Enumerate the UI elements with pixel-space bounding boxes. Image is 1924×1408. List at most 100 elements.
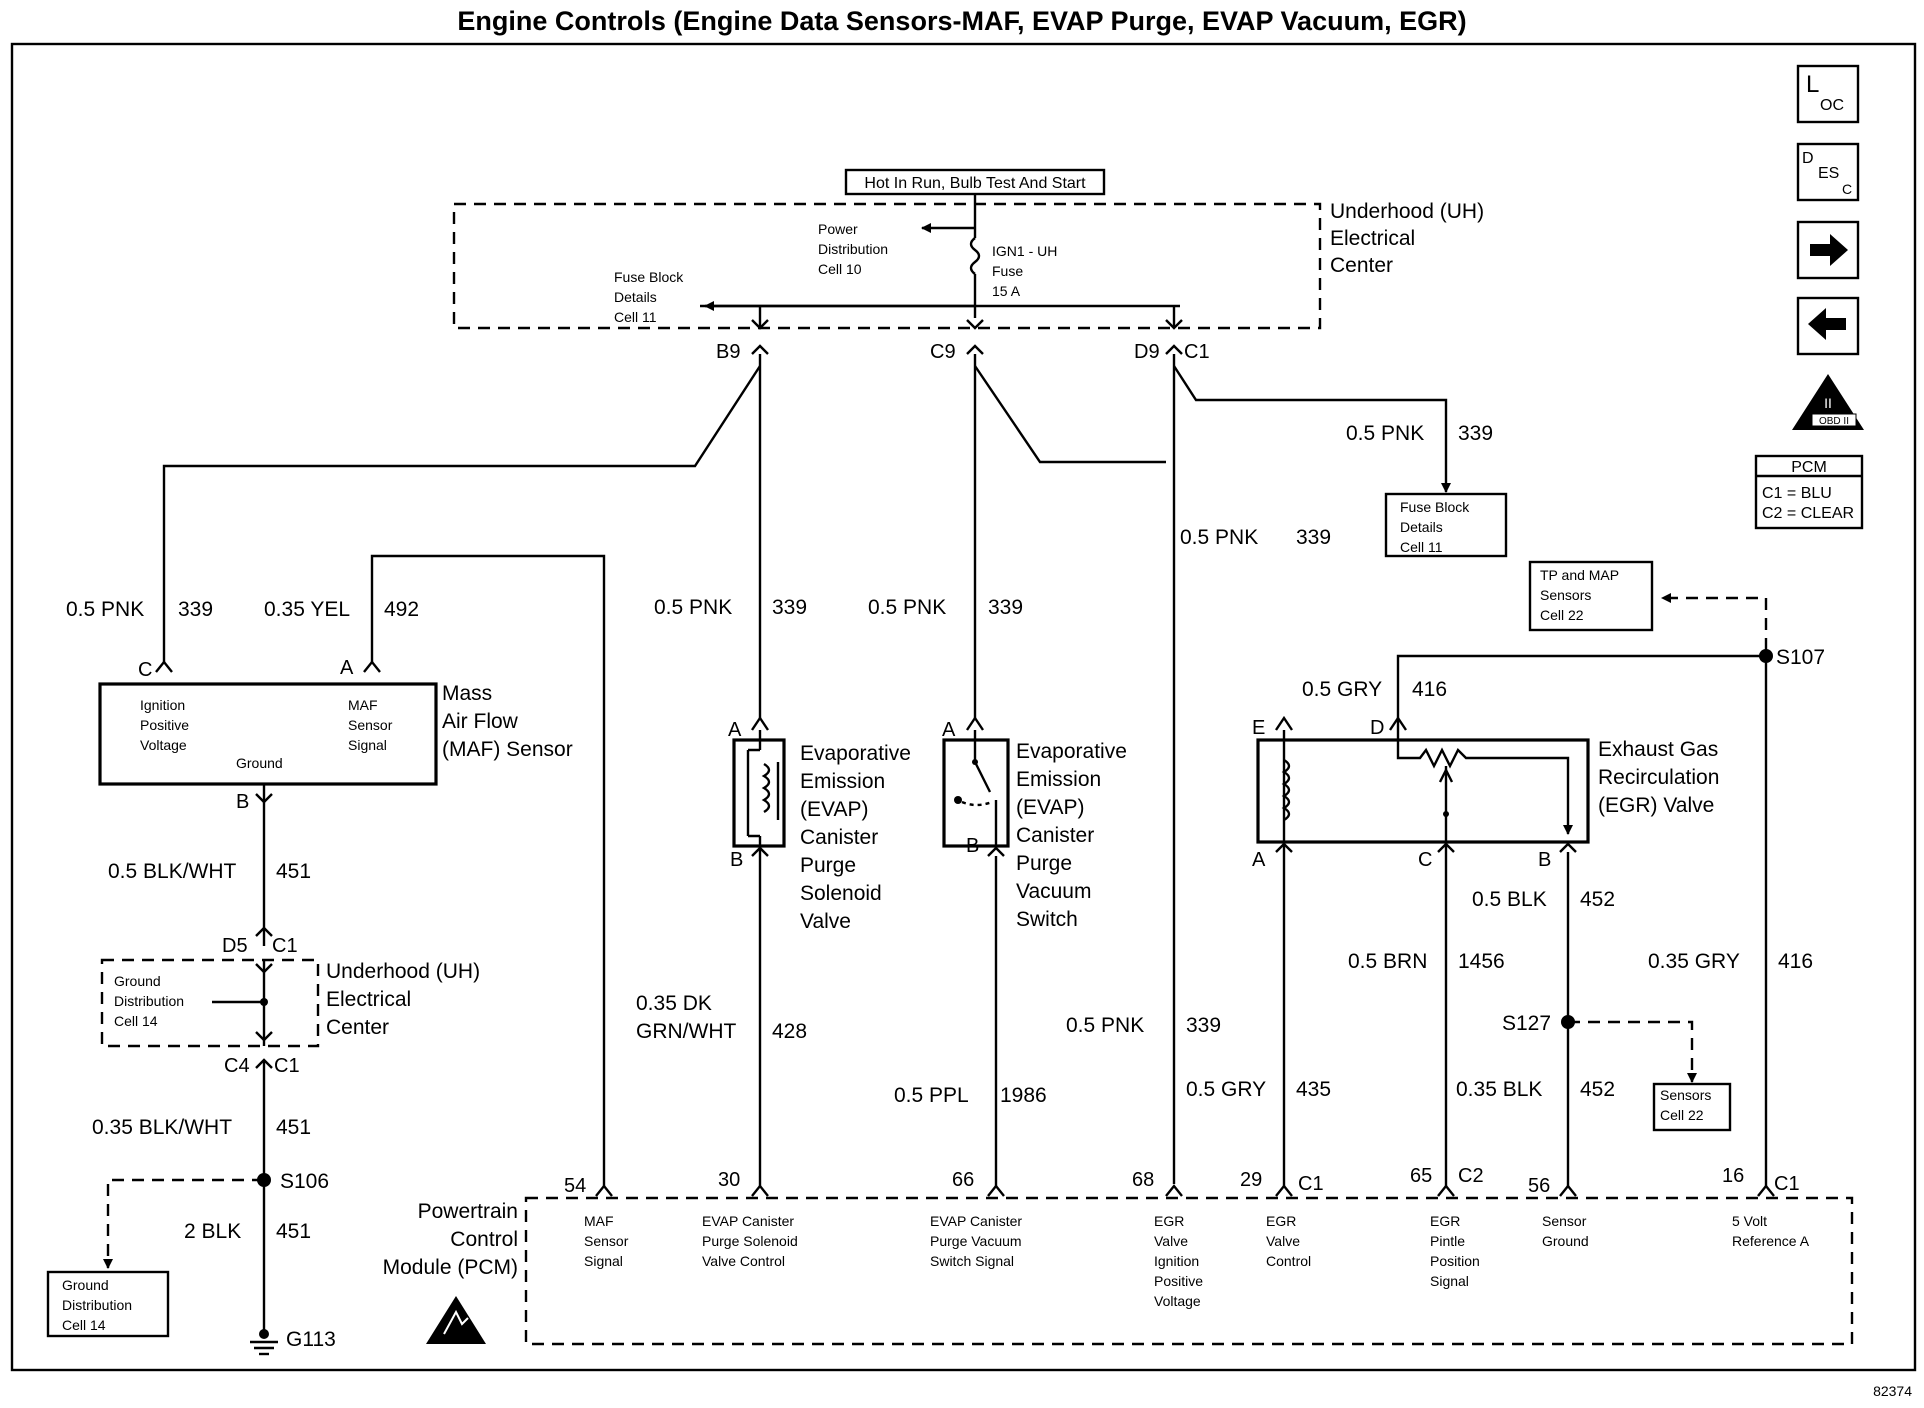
svg-text:Ground: Ground [62, 1277, 109, 1293]
pcm-fn68-line2: Valve [1154, 1233, 1188, 1249]
vacsw-pin-b: B [966, 835, 979, 857]
purge-name-line4: Canister [800, 826, 878, 849]
pcm-pin-56: 56 [1528, 1175, 1550, 1197]
pcm-fn65-line3: Position [1430, 1253, 1480, 1269]
w451a-num: 451 [276, 860, 311, 883]
egr-pin-a: A [1252, 849, 1266, 871]
w339-egr-size: 0.5 PNK [1180, 526, 1258, 549]
egr-pin-b: B [1538, 849, 1551, 871]
w1456-num: 1456 [1458, 950, 1505, 973]
obd-label: OBD II [1819, 416, 1849, 427]
potentiometer-icon [1396, 730, 1573, 835]
ground-dist-box: Ground Distribution Cell 14 [46, 1270, 170, 1338]
pcm-legend-header: PCM [1791, 459, 1827, 476]
fuse-icon [969, 237, 981, 275]
maf-name-line2: Air Flow [442, 710, 519, 733]
pcm-fn54-line1: MAF [584, 1213, 614, 1229]
egr-pin-c: C [1418, 849, 1432, 871]
pcm-fn54-line2: Sensor [584, 1233, 629, 1249]
w339-fb-num: 339 [1458, 422, 1493, 445]
purge-pin-b: B [730, 849, 743, 871]
pcm-pin-65-conn: C2 [1458, 1165, 1484, 1187]
pcm-pin-29-conn: C1 [1298, 1173, 1324, 1195]
purge-name-line2: Emission [800, 770, 885, 793]
pcm-fn68-line1: EGR [1154, 1213, 1184, 1229]
power-dist-line1: Power [818, 221, 858, 237]
uh-low-c1-top: C1 [272, 935, 298, 957]
uh-center-top-line2: Electrical [1330, 227, 1415, 250]
w435-size: 0.5 GRY [1186, 1078, 1266, 1101]
svg-text:Cell 14: Cell 14 [62, 1317, 106, 1333]
pcm-fn68-line5: Voltage [1154, 1293, 1201, 1309]
w1986-size: 0.5 PPL [894, 1084, 969, 1107]
fuse-block-left-line2: Details [614, 289, 657, 305]
svg-text:Ground: Ground [114, 973, 161, 989]
egr-name-line2: Recirculation [1598, 766, 1719, 789]
pcm-fn29-line2: Valve [1266, 1233, 1300, 1249]
pin-c9: C9 [930, 341, 956, 363]
egr-name-line1: Exhaust Gas [1598, 738, 1718, 761]
pcm-fn30-line1: EVAP Canister [702, 1213, 794, 1229]
w492-size: 0.35 YEL [264, 598, 350, 621]
outer-frame [10, 42, 1917, 1372]
fuse-block-left-line1: Fuse Block [614, 269, 684, 285]
svg-text:Sensors: Sensors [1540, 587, 1591, 603]
vacsw-name-line3: (EVAP) [1016, 796, 1084, 819]
pcm-fn30-line2: Purge Solenoid [702, 1233, 798, 1249]
vacsw-name-line5: Purge [1016, 852, 1072, 875]
hot-in-run-label: Hot In Run, Bulb Test And Start [844, 168, 1106, 196]
pcm-fn16-line2: Reference A [1732, 1233, 1810, 1249]
pcm-fn66-line2: Purge Vacuum [930, 1233, 1022, 1249]
desc-main: D [1802, 150, 1814, 167]
pcm-fn30-line3: Valve Control [702, 1253, 785, 1269]
vacsw-name-line7: Switch [1016, 908, 1078, 931]
w452b-size: 0.35 BLK [1456, 1078, 1542, 1101]
w452b-num: 452 [1580, 1078, 1615, 1101]
back-button[interactable] [1796, 296, 1860, 356]
egr-pin-e: E [1252, 717, 1265, 739]
w339-pcm68-num: 339 [1186, 1014, 1221, 1037]
purge-name-line5: Purge [800, 854, 856, 877]
uh-center-top-box [452, 202, 1322, 330]
pcm-fn54-line3: Signal [584, 1253, 623, 1269]
purge-name-line6: Solenoid [800, 882, 882, 905]
svg-text:Sensor: Sensor [348, 717, 393, 733]
svg-text:Distribution: Distribution [114, 993, 184, 1009]
pcm-legend-c2: C2 = CLEAR [1762, 505, 1854, 522]
desc-button[interactable]: D ES C [1796, 142, 1860, 202]
coil-icon [761, 762, 771, 814]
svg-text:Sensors: Sensors [1660, 1087, 1711, 1103]
maf-pin-a: A [340, 657, 354, 679]
pcm-name-line3: Module (PCM) [383, 1256, 518, 1279]
w339-purge-num: 339 [772, 596, 807, 619]
forward-button[interactable] [1796, 220, 1860, 280]
pcm-pin-66: 66 [952, 1169, 974, 1191]
uh-low-c1-bot: C1 [274, 1055, 300, 1077]
svg-text:Voltage: Voltage [140, 737, 187, 753]
pcm-fn29-line3: Control [1266, 1253, 1311, 1269]
uh-center-top-line1: Underhood (UH) [1330, 200, 1484, 223]
purge-name-line1: Evaporative [800, 742, 911, 765]
purge-solenoid-body [732, 730, 786, 856]
fuse-line1: IGN1 - UH [992, 243, 1057, 259]
svg-text:Cell 22: Cell 22 [1540, 607, 1584, 623]
pcm-fn16-line1: 5 Volt [1732, 1213, 1767, 1229]
w416pcm-num: 416 [1778, 950, 1813, 973]
w339-maf-size: 0.5 PNK [66, 598, 144, 621]
w339-vac-num: 339 [988, 596, 1023, 619]
svg-text:TP and MAP: TP and MAP [1540, 567, 1619, 583]
egr-valve-body [1256, 730, 1590, 852]
obd-ii-icon: II OBD II [1792, 374, 1864, 430]
vacsw-pin-a: A [942, 719, 956, 741]
pcm-pin-16: 16 [1722, 1165, 1744, 1187]
purge-name-line7: Valve [800, 910, 851, 933]
svg-text:Details: Details [1400, 519, 1443, 535]
svg-text:Cell 14: Cell 14 [114, 1013, 158, 1029]
svg-text:Fuse Block: Fuse Block [1400, 499, 1470, 515]
svg-text:Cell 11: Cell 11 [1400, 539, 1443, 555]
s127-label: S127 [1502, 1012, 1551, 1035]
pcm-fn66-line1: EVAP Canister [930, 1213, 1022, 1229]
w428-size2: GRN/WHT [636, 1020, 736, 1043]
loc-button[interactable]: L OC [1796, 64, 1860, 124]
